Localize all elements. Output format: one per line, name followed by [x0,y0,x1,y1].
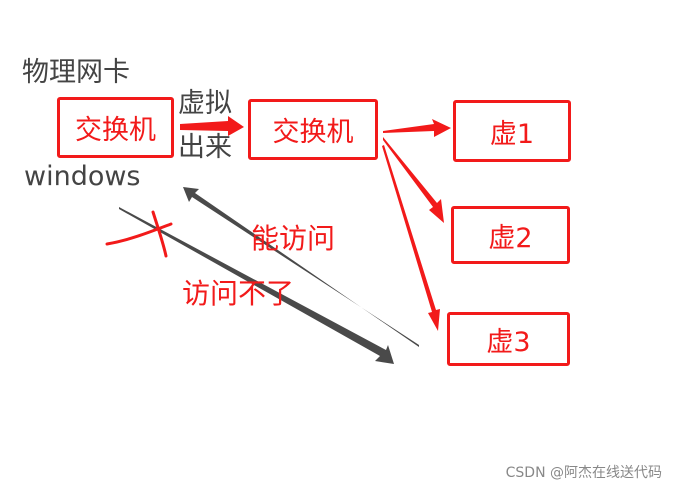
out-label: 出来 [178,132,232,163]
cannot-access-label: 访问不了 [182,277,295,310]
cross-mark-icon [105,210,173,258]
windows-label: windows [24,161,141,192]
vm3-box: 虚3 [447,312,570,366]
arrow-switch2-to-vm2 [383,137,444,223]
vm3-label: 虚3 [486,326,531,358]
can-access-label: 能访问 [251,222,336,255]
arrow-can-access [183,187,419,347]
arrow-cannot-access [119,207,394,364]
arrow-switch2-to-vm3 [382,145,440,331]
switch-box-virtual: 交换机 [248,99,378,160]
switch-label: 交换机 [272,117,354,148]
arrow-switch1-to-switch2 [180,116,244,136]
vm2-label: 虚2 [488,222,533,254]
vm1-label: 虚1 [489,118,535,150]
arrow-switch2-to-vm1 [383,119,451,137]
physical-nic-label: 物理网卡 [22,57,130,88]
virtualized-label: 虚拟 [178,88,232,119]
vm1-box: 虚1 [453,100,571,162]
switch-box-physical: 交换机 [57,97,174,158]
watermark: CSDN @阿杰在线送代码 [505,465,662,481]
switch-label: 交换机 [75,115,156,146]
vm2-box: 虚2 [451,206,570,264]
